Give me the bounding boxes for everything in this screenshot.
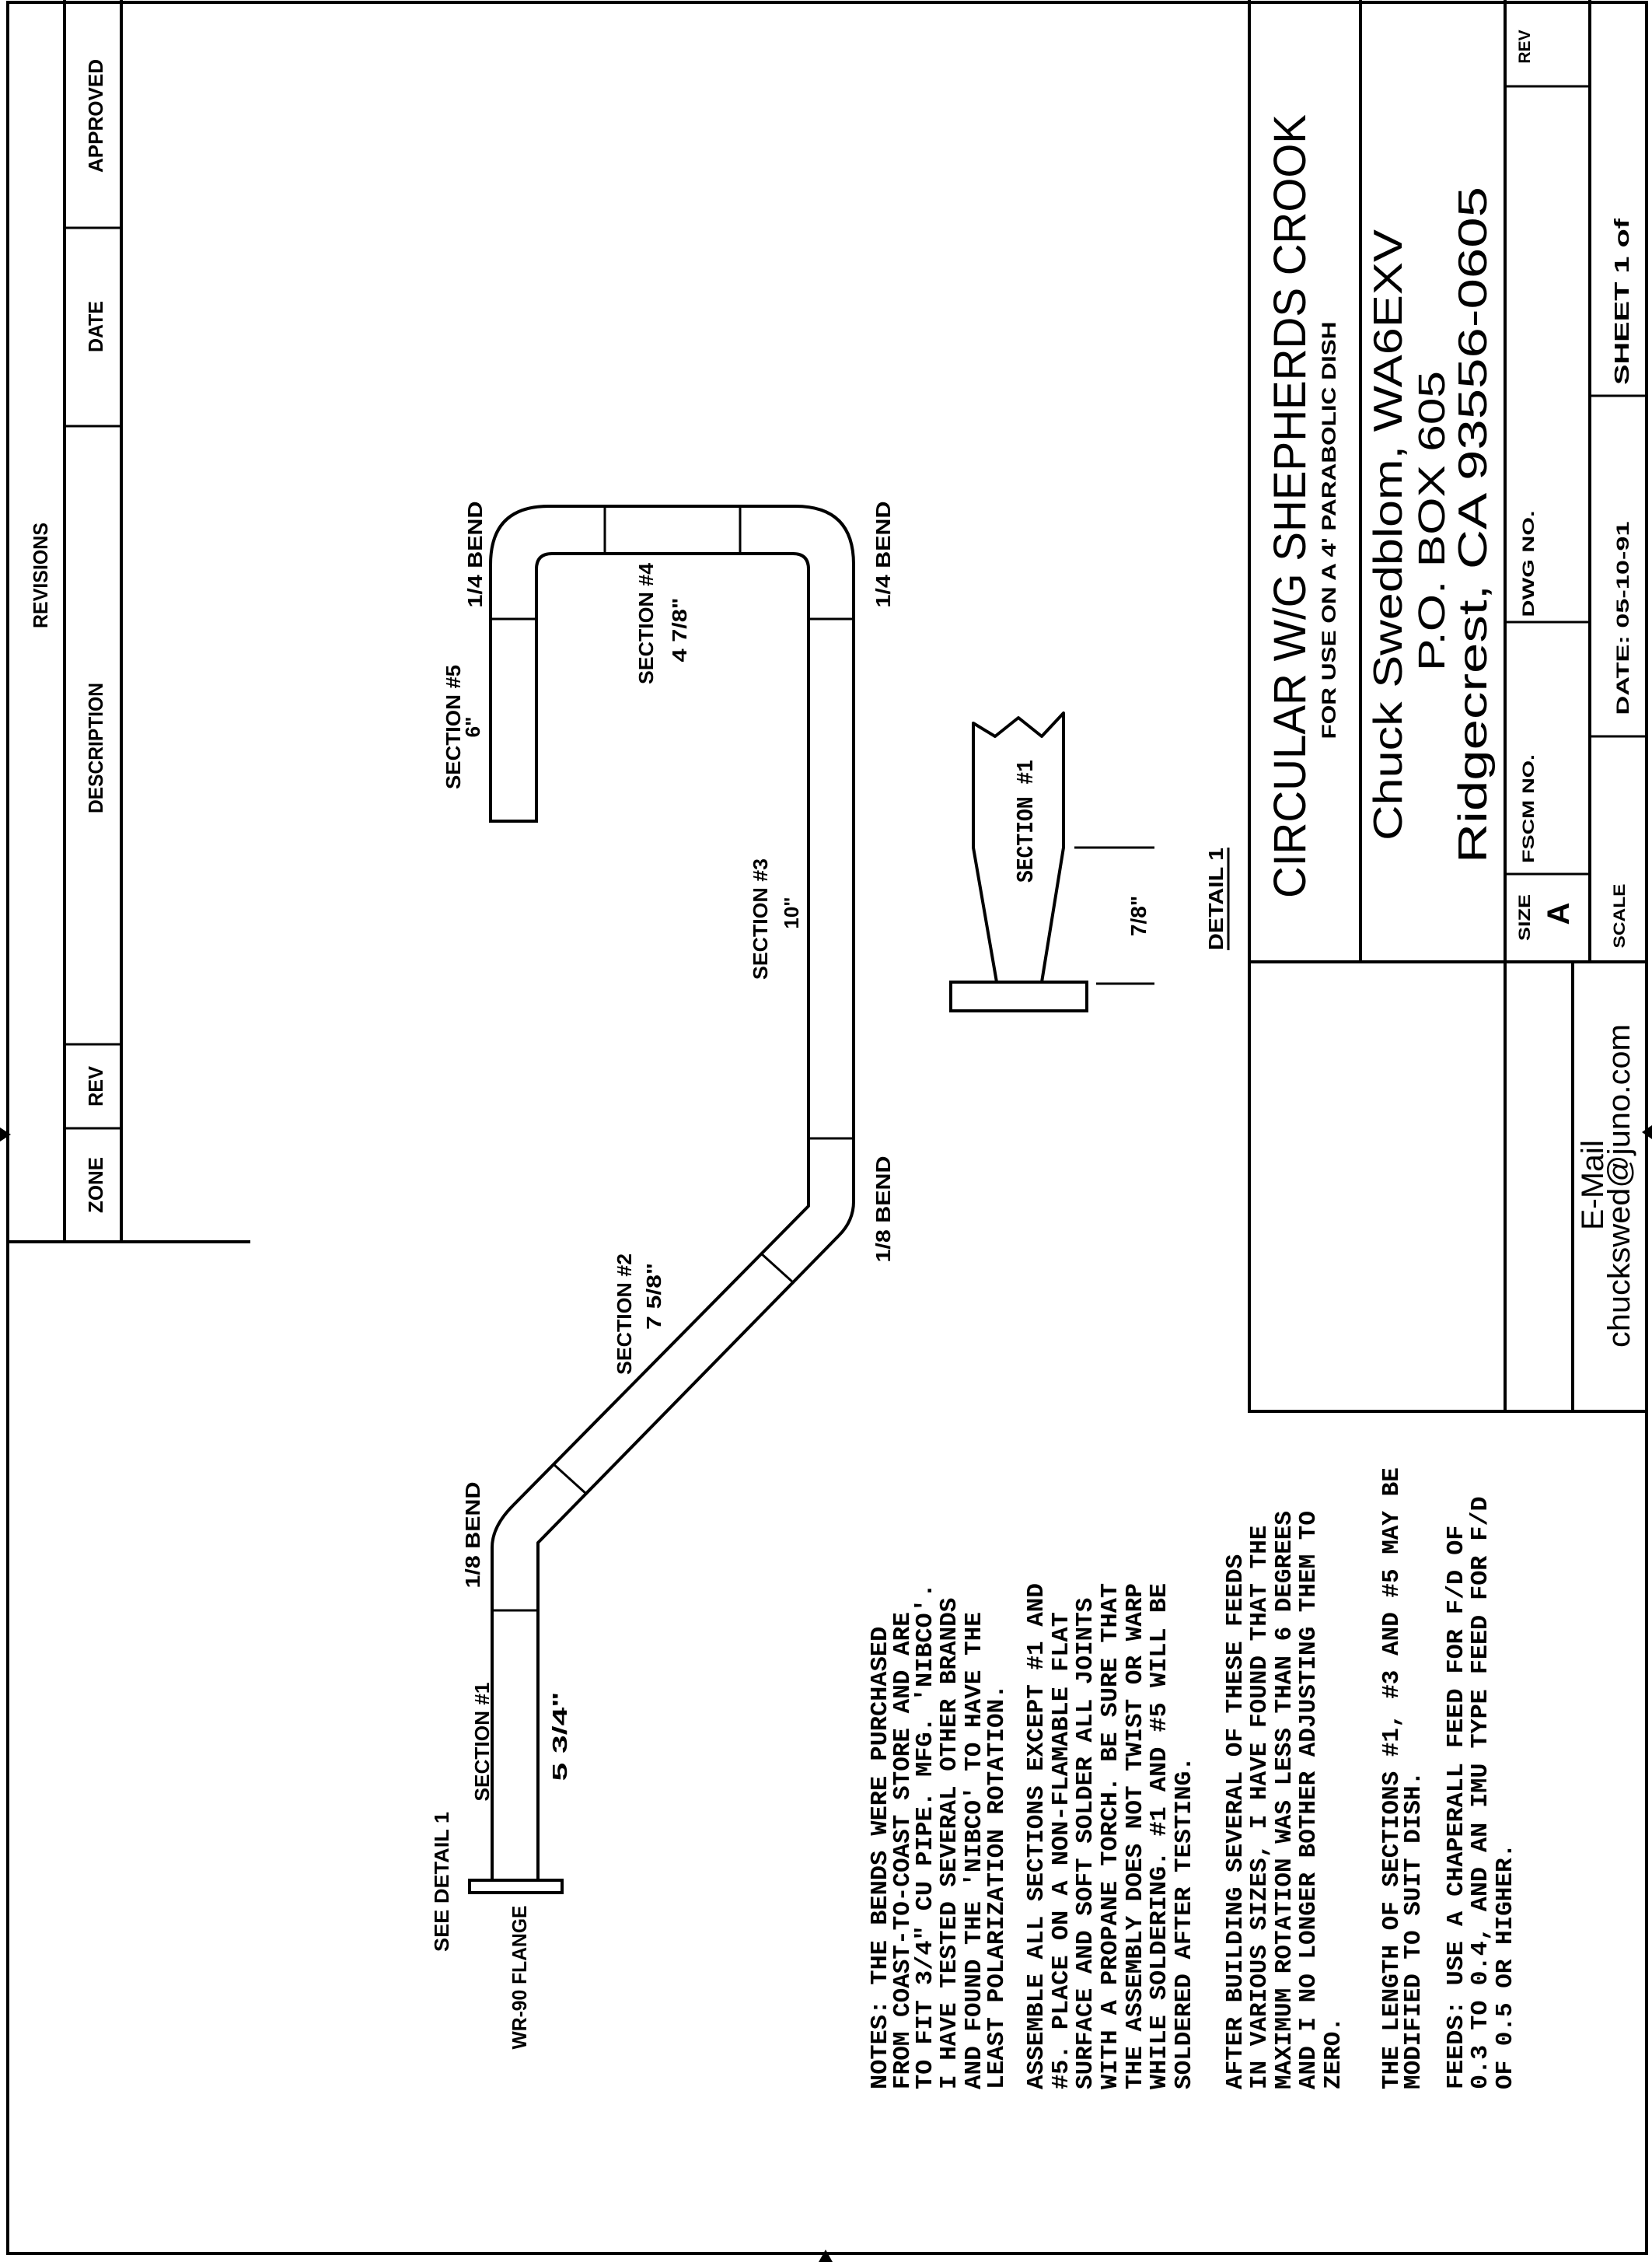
note-line: FROM COAST-TO-COAST STORE AND ARE (889, 1612, 917, 2089)
rev-col-description: DESCRIPTION (84, 683, 107, 813)
note-line: #5. PLACE ON A NON-FLAMABLE FLAT (1048, 1612, 1075, 2089)
section-label: SECTION #5 (442, 665, 465, 789)
size-value: A (1542, 903, 1576, 925)
note-line: MODIFIED TO SUIT DISH. (1400, 1771, 1427, 2089)
note-line: I HAVE TESTED SEVERAL OTHER BRANDS (936, 1598, 963, 2089)
bend-label: 1/4 BEND (871, 502, 895, 608)
section-label: SECTION #4 (634, 562, 658, 684)
detail-flange (949, 981, 1088, 1012)
center-mark-bottom (819, 2250, 833, 2262)
note-line: SOLDERED AFTER TESTING. (1171, 1757, 1198, 2089)
bend-label: 1/8 BEND (461, 1482, 484, 1589)
center-mark-left (0, 1128, 11, 1141)
section-length: 10" (780, 897, 803, 928)
bend-label: 1/8 BEND (871, 1156, 895, 1263)
note-line: MAXIMUM ROTATION WAS LESS THAN 6 DEGREES (1271, 1511, 1298, 2089)
note-line: SURFACE AND SOFT SOLDER ALL JOINTS (1072, 1598, 1099, 2089)
note-line: WITH A PROPANE TORCH. BE SURE THAT (1097, 1583, 1124, 2089)
joint-line (760, 1252, 795, 1285)
section-length: 4 7/8" (668, 598, 691, 663)
note-line: WHILE SOLDERING. #1 AND #5 WILL BE (1146, 1583, 1173, 2089)
center-mark-right (1642, 1125, 1652, 1139)
note-line: THE ASSEMBLY DOES NOT TWIST OR WARP (1122, 1583, 1149, 2089)
note-line: 0.3 TO 0.4, AND AN IMU TYPE FEED FOR F/D (1467, 1496, 1494, 2089)
section-length: 7 5/8" (642, 1263, 665, 1330)
detail-dimension: 7/8" (1126, 896, 1151, 936)
author-address-line1: P.O. BOX 605 (1412, 371, 1453, 671)
pipe-inner-wall (491, 552, 810, 1880)
waveguide-crook-drawing: 1/4 BEND 1/4 BEND 1/8 BEND 1/8 BEND SECT… (430, 502, 895, 2050)
rev-col-zone: ZONE (84, 1157, 107, 1213)
note-line: ZERO. (1320, 2017, 1347, 2089)
note-line: AND I NO LONGER BOTHER ADJUSTING THEM TO (1295, 1511, 1322, 2089)
rev-label: REV (1516, 30, 1534, 63)
section-length: 6" (461, 717, 484, 738)
bend-label: 1/4 BEND (463, 502, 487, 608)
drawing-subtitle: FOR USE ON A 4' PARABOLIC DISH (1318, 322, 1340, 739)
rev-col-approved: APPROVED (84, 59, 107, 173)
section-label: SECTION #2 (613, 1253, 636, 1375)
note-line: FEEDS: USE A CHAPERALL FEED FOR F/D OF (1443, 1526, 1470, 2089)
note-line: AND FOUND THE 'NIBCO' TO HAVE THE (961, 1612, 988, 2089)
fscm-no-label: FSCM NO. (1520, 754, 1538, 863)
wr90-flange (468, 1879, 564, 1894)
flange-label: WR-90 FLANGE (508, 1906, 531, 2050)
author-address-line2: Ridgecrest, CA 93556-0605 (1451, 187, 1496, 863)
note-line: IN VARIOUS SIZES, I HAVE FOUND THAT THE (1246, 1526, 1273, 2089)
rev-col-rev: REV (84, 1065, 107, 1107)
title-block: CIRCULAR W/G SHEPHERDS CROOK FOR USE ON … (1248, 0, 1648, 1413)
note-line: THE LENGTH OF SECTIONS #1, #3 AND #5 MAY… (1378, 1467, 1406, 2089)
section-label: SECTION #1 (470, 1683, 494, 1802)
size-label: SIZE (1516, 894, 1534, 941)
revisions-title: REVISIONS (29, 523, 52, 628)
note-line: AFTER BUILDING SEVERAL OF THESE FEEDS (1222, 1554, 1249, 2089)
email-address[interactable]: chuckswed@juno.com (1602, 1024, 1636, 1348)
note-line: OF 0.5 OR HIGHER. (1492, 1844, 1519, 2089)
note-line: NOTES: THE BENDS WERE PURCHASED (867, 1627, 894, 2089)
note-line: LEAST POLARIZATION ROTATION. (983, 1684, 1011, 2089)
revisions-table: REVISIONS ZONE REV DESCRIPTION DATE APPR… (6, 0, 250, 1243)
detail-title: DETAIL 1 (1204, 848, 1228, 950)
note-line: TO FIT 3/4" CU PIPE. MFG. 'NIBCO'. (912, 1583, 939, 2089)
rev-col-date: DATE (84, 301, 107, 352)
detail-section-outline (972, 711, 1065, 983)
detail-section-label: SECTION #1 (1013, 760, 1040, 883)
section-length: 5 3/4" (548, 1692, 571, 1781)
drawing-title: CIRCULAR W/G SHEPHERDS CROOK (1265, 114, 1315, 898)
section-label: SECTION #3 (749, 858, 772, 980)
author-name: Chuck Swedblom, WA6EXV (1366, 229, 1411, 841)
scale-label: SCALE (1611, 884, 1629, 949)
see-detail-label: SEE DETAIL 1 (430, 1812, 453, 1952)
date-label: DATE: 05-10-91 (1613, 522, 1633, 715)
email-label: E-Mail (1576, 1140, 1610, 1230)
pipe-outer-wall (489, 505, 855, 1880)
note-line: ASSEMBLE ALL SECTIONS EXCEPT #1 AND (1023, 1583, 1050, 2089)
sheet-label: SHEET 1 of (1610, 218, 1633, 385)
dwg-no-label: DWG NO. (1520, 511, 1538, 617)
detail-1: SECTION #1 7/8" DETAIL 1 (949, 711, 1230, 1012)
joint-line (552, 1463, 588, 1495)
